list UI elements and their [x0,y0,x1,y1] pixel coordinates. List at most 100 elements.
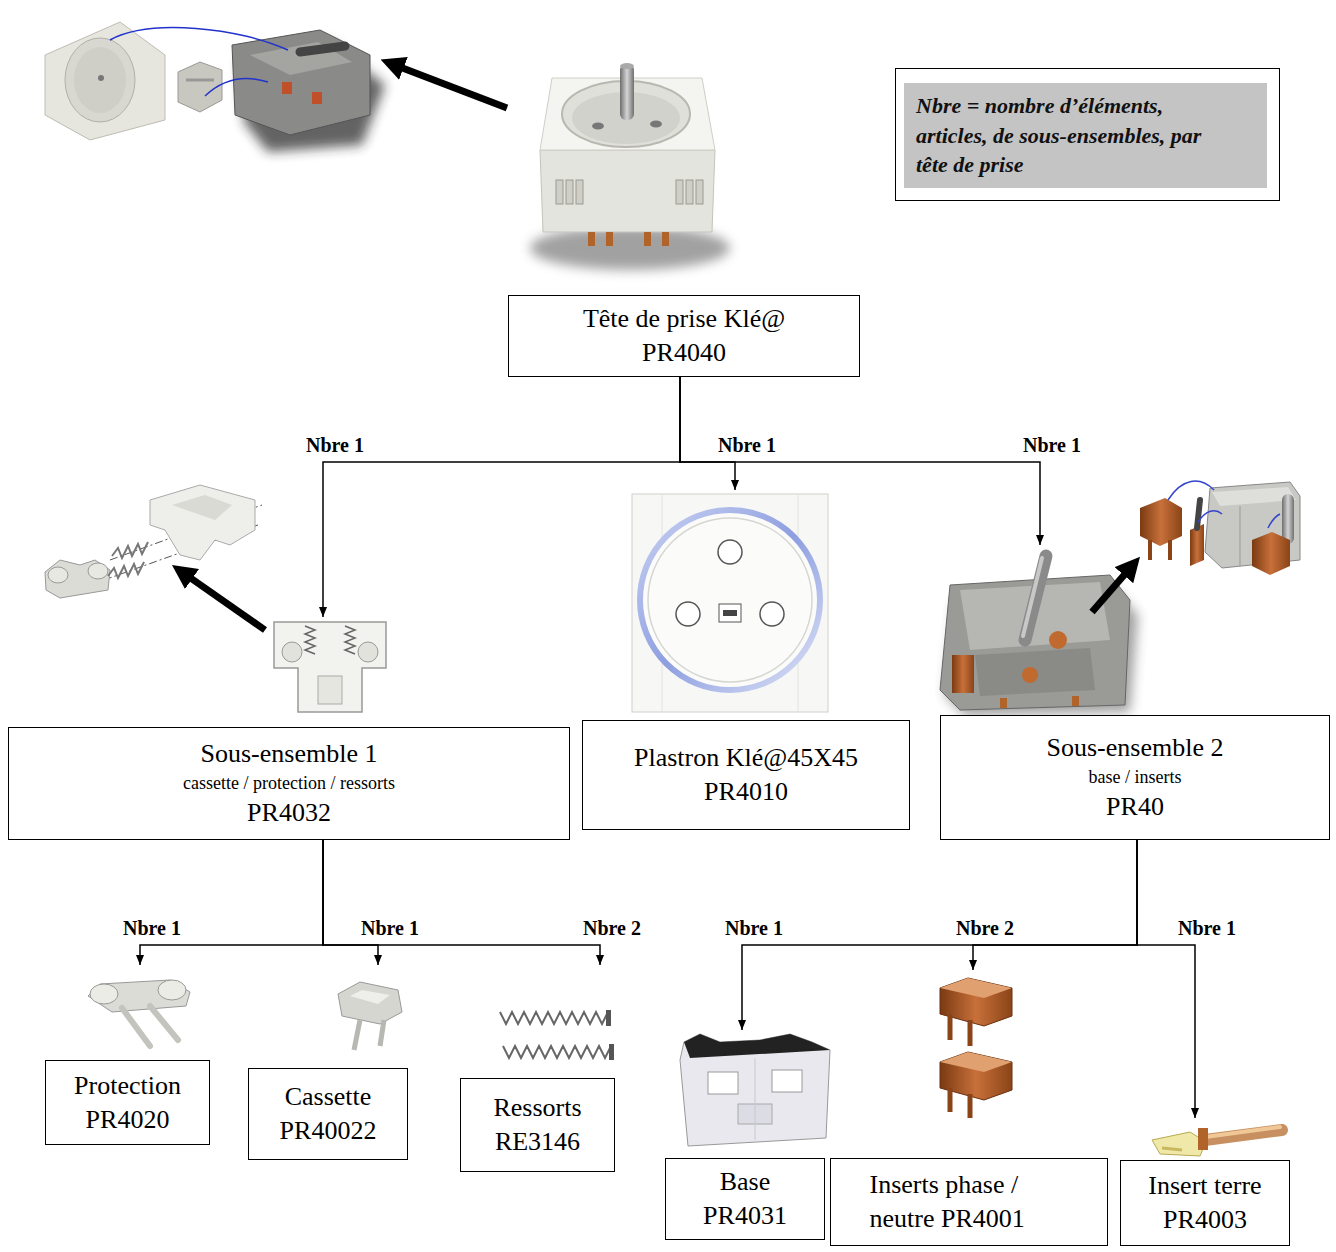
faceplate-illustration [718,540,742,564]
tree-connector [680,377,1040,545]
node-text: Sous-ensemble 1 [201,737,378,771]
text-holder: BasePR4031 [703,1165,787,1233]
socket-head-illustration [576,180,583,204]
socket-head-illustration [620,63,634,69]
image-slot [830,970,1108,1158]
exploded-socket-illustration [312,92,322,104]
socket-head-illustration [620,64,634,120]
base-assembly-illustration [1025,556,1046,640]
node-text: Cassette [285,1080,372,1114]
base-assembly-illustration [952,655,974,693]
earth-insert-illustration [1152,1132,1206,1156]
tree-connector [742,840,1137,1030]
base-exploded-illustration [1140,498,1182,546]
exploded-socket-illustration [250,42,352,75]
base-exploded-illustration [1148,540,1152,560]
earth-insert-illustration [1198,1128,1208,1150]
exploded-socket-illustration [65,38,135,122]
base-part-illustration [755,1058,756,1140]
cassette-part-illustration [350,990,390,1004]
base-assembly-illustration [1049,631,1067,649]
socket-head-illustration [530,63,730,270]
base-exploded-illustration [1168,481,1214,500]
quantity-label: Nbre 2 [581,916,643,940]
earth-insert-illustration [1205,1127,1280,1137]
image-slot [45,965,210,1060]
node-text: PR4031 [703,1199,787,1233]
node-text: cassette / protection / ressorts [183,771,395,796]
tree-node: CassettePR40022 [248,965,408,1160]
protection-part-illustration [122,1008,150,1046]
base-assembly-illustration [1022,667,1038,683]
quantity-label: Nbre 1 [723,916,785,940]
base-exploded-illustration [1282,494,1294,544]
node-text: Ressorts [493,1091,581,1125]
spring-part-illustration [500,1012,608,1024]
text-holder: RessortsRE3146 [493,1091,581,1159]
socket-head-illustration [606,232,613,246]
quantity-label: Nbre 2 [954,916,1016,940]
base-part-illustration [680,1034,830,1146]
faceplate-illustration [632,494,828,712]
node-text: Protection [74,1069,181,1103]
exploded-socket-illustration [45,22,165,140]
part-box: CassettePR40022 [248,1068,408,1160]
cassette-exploded-illustration [112,542,148,558]
exploded-socket-illustration [205,78,268,96]
image-slot [940,545,1330,715]
cassette-assembly-illustration [274,622,386,712]
cassette-assembly-illustration [358,642,378,662]
exploded-socket-illustration [110,28,288,50]
tree-connector [140,840,323,965]
base-assembly-illustration [1023,558,1042,636]
cassette-exploded-illustration [172,495,232,520]
explode-arrow [1092,566,1132,612]
tree-node: Tête de prise Klé@PR4040 [508,295,860,377]
text-holder: ProtectionPR4020 [74,1069,181,1137]
insert-part-illustration [940,978,1012,998]
node-text: Inserts phase / neutre PR4001 [854,1168,1085,1236]
cassette-exploded-illustration [48,567,68,583]
protection-part-illustration [88,980,190,1046]
base-part-illustration [772,1070,802,1092]
insert-part-illustration [940,978,1012,1118]
socket-head-illustration [644,232,651,246]
faceplate-illustration [640,510,820,690]
base-part-illustration [680,1034,830,1146]
node-text: PR40022 [280,1114,377,1148]
tree-node: Sous-ensemble 1cassette / protection / r… [8,617,570,840]
exploded-socket-illustration [232,30,370,135]
base-exploded-illustration [1268,514,1280,528]
socket-head-illustration [696,180,703,204]
quantity-label: Nbre 1 [1176,916,1238,940]
socket-head-illustration [676,180,683,204]
socket-head-illustration [662,232,669,246]
base-exploded-illustration [1198,511,1222,522]
part-box: BasePR4031 [665,1158,825,1240]
socket-head-illustration [650,121,662,128]
part-box: Inserts phase / neutre PR4001 [830,1158,1108,1246]
node-text: Nbre = nombre d’éléments, articles, de s… [916,91,1236,180]
exploded-socket-illustration [74,47,126,113]
exploded-socket-illustration [98,75,104,81]
base-assembly-illustration [1072,696,1079,706]
part-box: Insert terrePR4003 [1120,1160,1290,1246]
insert-part-illustration [948,1014,953,1040]
socket-head-illustration [540,150,715,232]
tree-node: Insert terrePR4003 [1120,1118,1290,1246]
image-slot [582,490,910,720]
note-panel: Nbre = nombre d’éléments, articles, de s… [904,83,1267,188]
insert-part-illustration [940,1052,1012,1072]
part-box: Plastron Klé@45X45PR4010 [582,720,910,830]
insert-part-illustration [968,1020,973,1046]
tree-node: ProtectionPR4020 [45,965,210,1145]
socket-head-illustration [592,123,604,130]
text-holder: Sous-ensemble 2base / insertsPR40 [1047,731,1224,824]
image-slot [665,1030,825,1158]
quantity-label: Nbre 1 [359,916,421,940]
node-text: Base [720,1165,771,1199]
socket-head-illustration [556,180,563,204]
tree-node: Sous-ensemble 2base / insertsPR40 [940,545,1330,840]
tree-node: RessortsRE3146 [460,965,615,1172]
protection-part-illustration [90,984,118,1004]
